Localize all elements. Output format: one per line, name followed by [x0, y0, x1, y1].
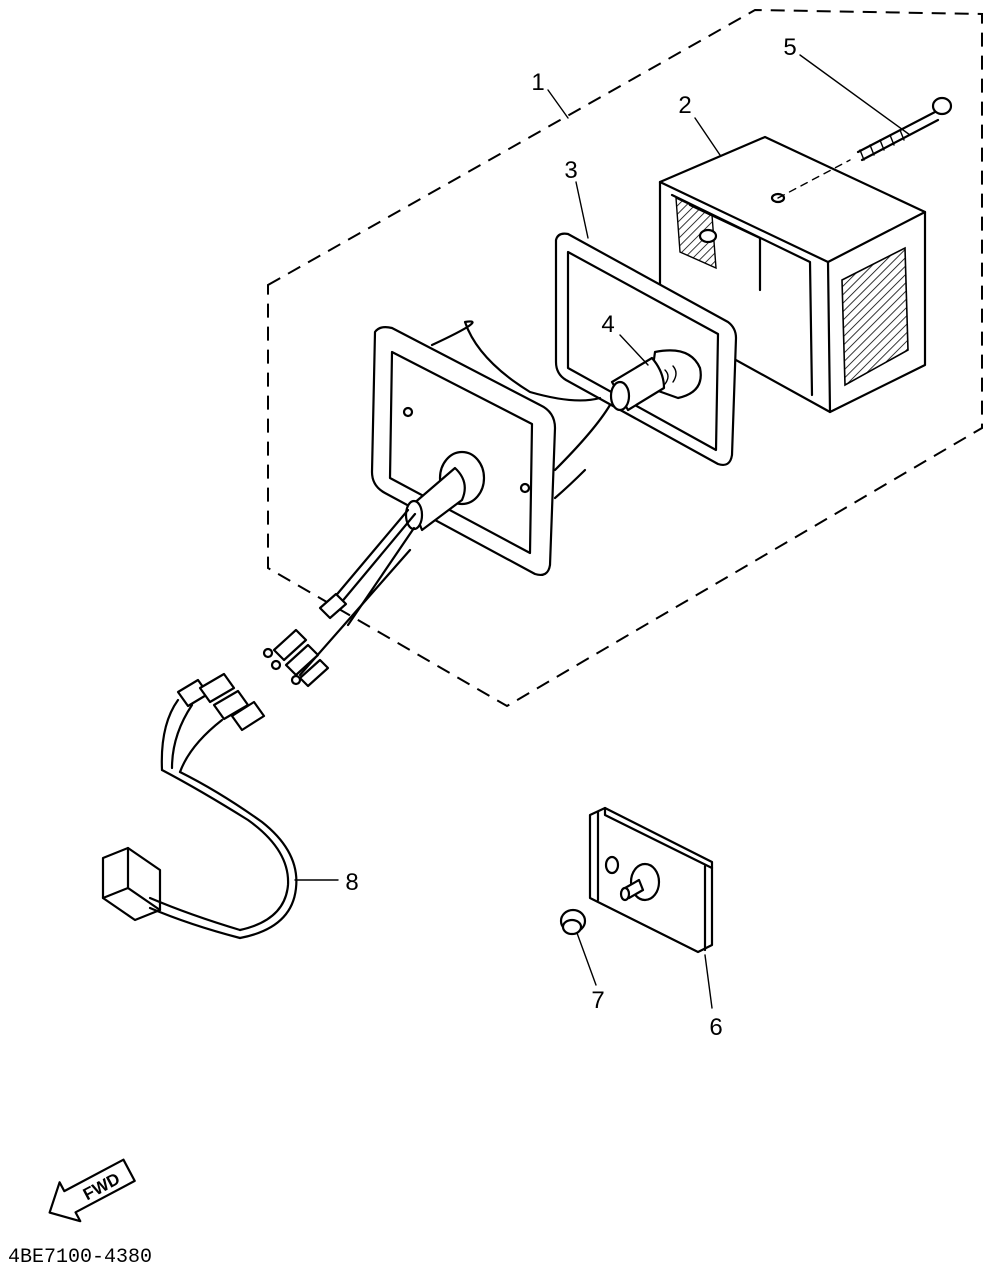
lamp-base	[370, 320, 612, 577]
callout-3: 3	[564, 157, 577, 184]
lens-gasket	[554, 232, 738, 467]
callout-6: 6	[709, 1014, 722, 1041]
screw	[777, 96, 953, 199]
callout-5: 5	[783, 34, 796, 61]
lamp-wires	[262, 508, 417, 688]
diagram-code: 4BE7100-4380	[8, 1246, 152, 1269]
assembly-boundary	[267, 8, 983, 708]
license-light	[588, 806, 714, 954]
wire-harness	[101, 672, 298, 940]
leader-lines	[294, 54, 911, 1009]
part-callouts: 1 2 3 4 5 6 7 8	[345, 34, 796, 1041]
callout-8: 8	[345, 869, 358, 896]
callout-7: 7	[591, 987, 604, 1014]
nut	[559, 908, 587, 936]
callout-2: 2	[678, 92, 691, 119]
bulb	[609, 349, 702, 412]
fwd-arrow-icon: FWD	[48, 1158, 136, 1223]
callout-4: 4	[601, 311, 614, 338]
callout-1: 1	[531, 69, 544, 96]
